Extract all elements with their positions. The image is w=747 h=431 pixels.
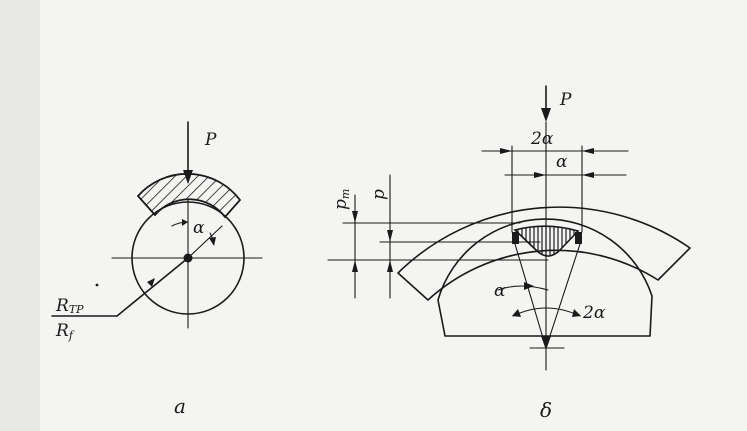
figure-a: P α RTP Rf a bbox=[51, 121, 263, 418]
angle-ray bbox=[187, 225, 223, 259]
scan-edge-shade bbox=[0, 0, 40, 431]
angle-arrow-2alpha-left bbox=[512, 309, 521, 317]
dim-arrow-pm-top bbox=[352, 211, 358, 223]
figure-b: P 2α α pm p α 2α δ bbox=[327, 85, 691, 422]
double-angle-lower-label: 2α bbox=[582, 303, 606, 323]
caption-a: a bbox=[174, 394, 186, 418]
caption-b: δ bbox=[540, 398, 552, 422]
dim-arrow-alpha-right bbox=[582, 172, 594, 178]
load-label-b: P bbox=[559, 90, 572, 110]
angle-arrow-left bbox=[182, 219, 188, 226]
dim-arrow-p-top bbox=[387, 230, 393, 242]
radius-arrow bbox=[147, 278, 155, 287]
dim-arrow-2alpha-left bbox=[500, 148, 512, 154]
journal-body bbox=[437, 218, 653, 337]
angle-arrow-2alpha-right bbox=[572, 309, 581, 317]
sector-ray-left bbox=[514, 243, 547, 349]
bearing-shell-sector bbox=[136, 172, 242, 219]
center-arrow bbox=[541, 336, 551, 350]
angle-arrow-right bbox=[209, 237, 216, 246]
contact-edge-right bbox=[575, 232, 582, 244]
load-label-a: P bbox=[204, 130, 217, 150]
dim-arrow-2alpha-right bbox=[582, 148, 594, 154]
angle-arrow-alpha-lower bbox=[524, 282, 534, 290]
pressure-max-label: pm bbox=[331, 189, 352, 210]
load-arrow-b-head bbox=[541, 108, 551, 122]
load-arrow-head bbox=[183, 170, 193, 184]
angle-label-a: α bbox=[193, 218, 205, 238]
contact-edge-left bbox=[512, 232, 519, 244]
angle-arc-alpha-lower bbox=[497, 285, 549, 291]
pressure-label: p bbox=[369, 189, 389, 200]
dim-arrow-p-bottom bbox=[387, 260, 393, 272]
radius-label-f: Rf bbox=[55, 321, 75, 342]
angle-top-label: α bbox=[556, 152, 568, 172]
scan-dot bbox=[95, 283, 99, 287]
double-angle-top-label: 2α bbox=[530, 129, 554, 149]
radius-label-friction: RTP bbox=[55, 296, 84, 316]
angle-lower-label: α bbox=[494, 281, 506, 301]
dim-arrow-alpha-left bbox=[534, 172, 546, 178]
sector-ray-right bbox=[545, 243, 581, 349]
radius-leader bbox=[116, 257, 189, 317]
dim-arrow-pm-bottom bbox=[352, 260, 358, 272]
